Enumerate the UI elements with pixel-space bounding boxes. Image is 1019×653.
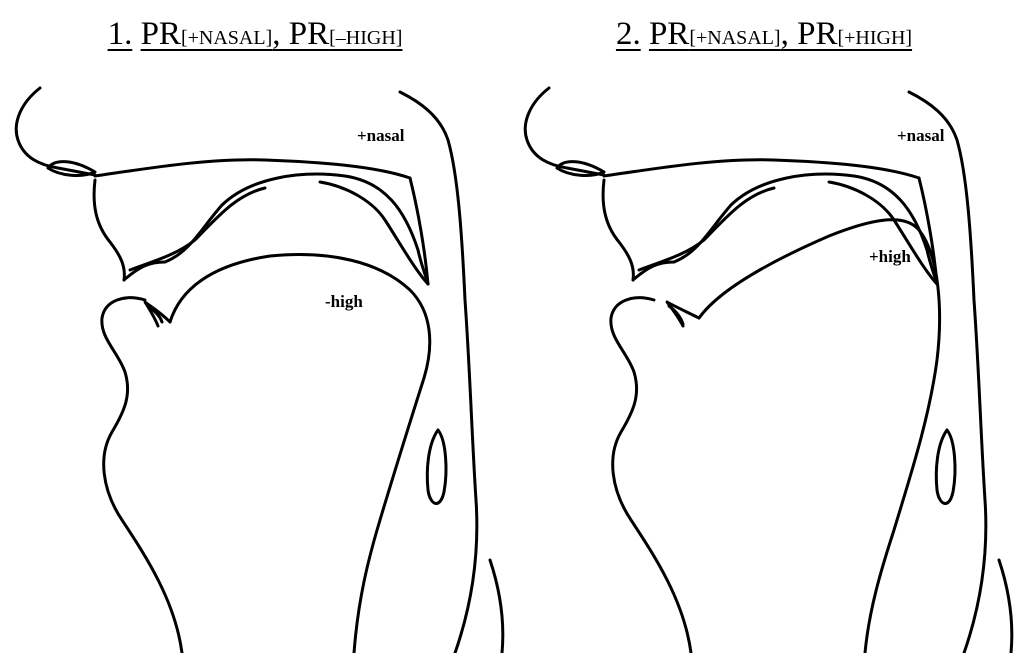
vocal-tract-diagram (509, 0, 1019, 653)
upper-lip (603, 180, 633, 280)
tongue-body (170, 254, 430, 653)
lower-lip (611, 298, 691, 653)
upper-lip (94, 180, 124, 280)
pharyngeal-wall (909, 92, 986, 653)
palate-inner (639, 188, 774, 270)
tongue-height-label: +high (869, 247, 911, 267)
palate-inner (130, 188, 265, 270)
tongue-height-label: -high (325, 292, 363, 312)
nasal-cavity-roof (95, 160, 410, 178)
nasal-cavity-roof (604, 160, 919, 178)
larynx-line (490, 560, 503, 653)
larynx-line (999, 560, 1012, 653)
nasal-label: +nasal (357, 126, 404, 146)
epiglottis (427, 430, 446, 504)
pharyngeal-wall (400, 92, 477, 653)
nasal-label: +nasal (897, 126, 944, 146)
epiglottis (936, 430, 955, 504)
tongue-body (699, 220, 940, 653)
panel-2: 2. PR[+NASAL], PR[+HIGH] +nasal +high (509, 0, 1019, 653)
panel-1: 1. PR[+NASAL], PR[–HIGH] +nasal -hig (0, 0, 510, 653)
lower-lip (102, 298, 182, 653)
vocal-tract-diagram (0, 0, 510, 653)
